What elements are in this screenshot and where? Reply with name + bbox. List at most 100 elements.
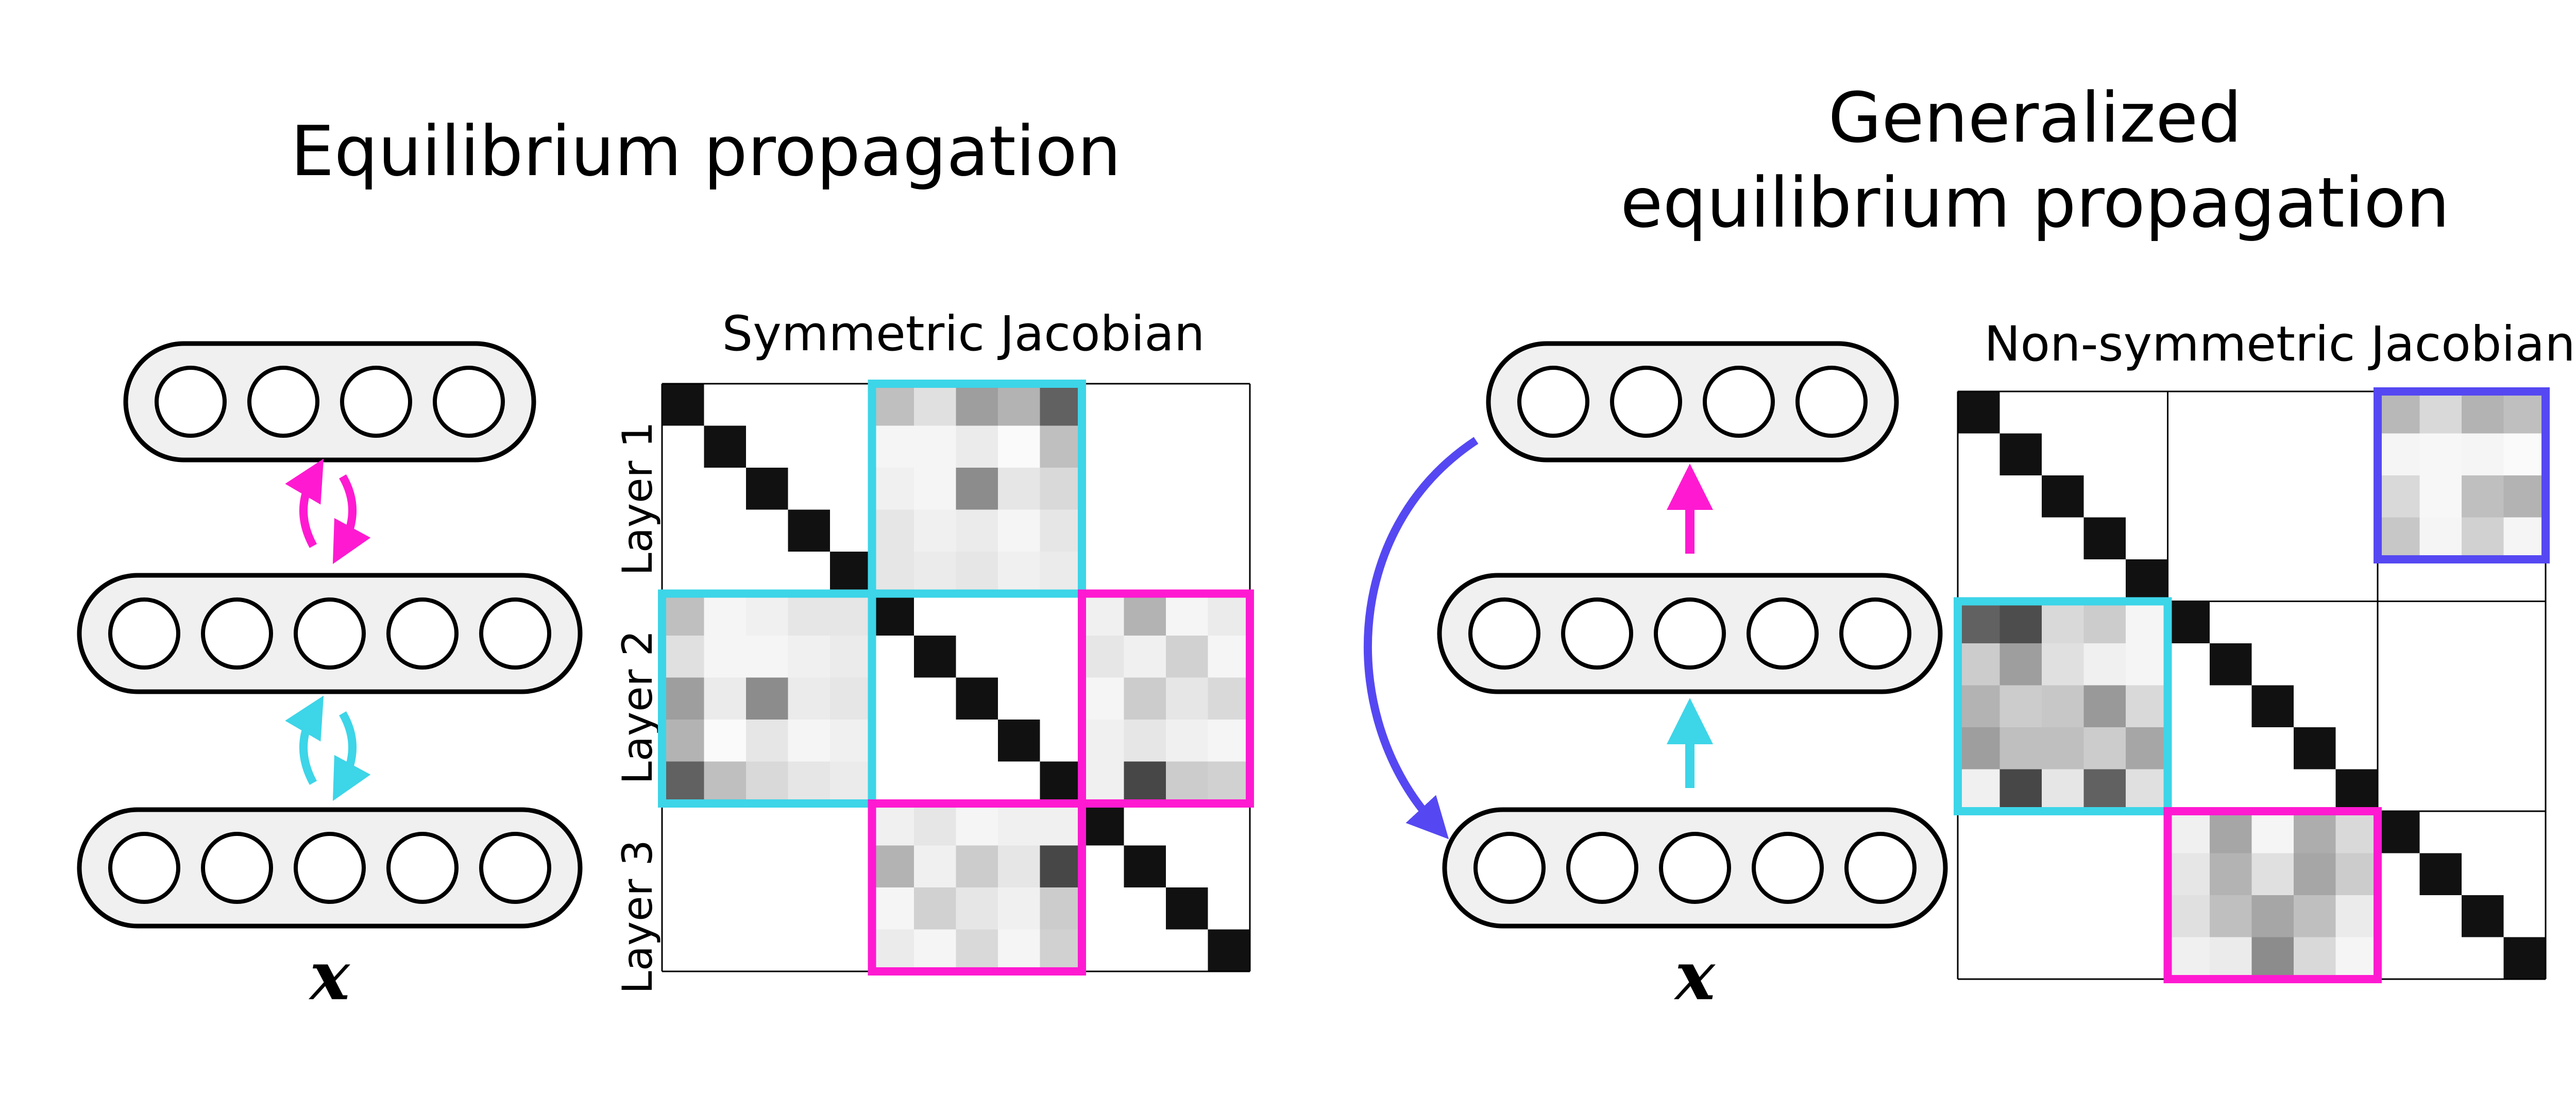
heatmap-cell: [2419, 517, 2462, 560]
right-blue-outline: [2374, 387, 2550, 563]
neuron: [433, 366, 505, 438]
diagonal-cell: [1999, 433, 2042, 475]
left-layer-2: [77, 573, 583, 694]
left-cyan-upper-block: [872, 384, 1082, 594]
heatmap-cell: [830, 593, 872, 636]
heatmap-cell: [872, 803, 914, 846]
neuron: [201, 832, 273, 904]
heatmap-cell: [998, 384, 1040, 426]
neuron: [340, 366, 412, 438]
heatmap-cell: [998, 552, 1040, 594]
heatmap-cell: [2378, 517, 2420, 560]
heatmap-cell: [2419, 433, 2462, 476]
diagonal-cell: [830, 552, 872, 594]
diagonal-cell: [2419, 853, 2462, 895]
diagonal-cell: [1166, 887, 1208, 930]
right-layer-1: [1486, 341, 1899, 463]
heatmap-cell: [872, 425, 914, 468]
left-cyan-upper-outline: [868, 380, 1086, 598]
right-layer-2: [1437, 573, 1943, 694]
heatmap-cell: [662, 593, 704, 636]
heatmap-cell: [746, 761, 788, 804]
heatmap-cell: [914, 468, 956, 510]
heatmap-cell: [746, 677, 788, 720]
neuron: [1839, 597, 1911, 670]
blue-feedback-arrow: [1363, 437, 1479, 840]
neuron: [155, 366, 227, 438]
neuron: [1517, 366, 1589, 438]
heatmap-cell: [1124, 720, 1166, 762]
diagonal-cell: [2462, 895, 2504, 937]
neuron: [479, 832, 551, 904]
heatmap-cell: [2462, 391, 2504, 434]
heatmap-cell: [1082, 677, 1124, 720]
heatmap-cell: [2126, 643, 2168, 686]
left-magenta-lower-block: [872, 803, 1082, 972]
diagonal-cell: [914, 636, 956, 678]
left-magenta-lower-outline: [868, 799, 1086, 976]
diagonal-cell: [1958, 391, 2000, 434]
heatmap-cell: [2210, 895, 2252, 937]
heatmap-cell: [1040, 887, 1082, 930]
heatmap-cell: [2378, 475, 2420, 518]
heatmap-cell: [1166, 677, 1208, 720]
right-magenta-outline: [2163, 807, 2382, 983]
heatmap-cell: [1166, 636, 1208, 678]
left-magenta-upper-block: [1082, 593, 1250, 804]
heatmap-cell: [704, 636, 747, 678]
neuron: [1468, 597, 1540, 670]
neuron: [386, 832, 459, 904]
heatmap-cell: [788, 761, 831, 804]
left-layer-3: [77, 807, 583, 929]
right-blue-block: [2378, 391, 2546, 560]
layer-2-label: Layer 2: [614, 630, 662, 784]
heatmap-cell: [2251, 811, 2294, 853]
heatmap-cell: [1208, 677, 1250, 720]
heatmap-cell: [830, 761, 872, 804]
heatmap-cell: [998, 509, 1040, 552]
diagonal-cell: [998, 720, 1040, 762]
heatmap-cell: [2294, 853, 2336, 896]
heatmap-cell: [746, 720, 788, 762]
heatmap-cell: [2210, 853, 2252, 896]
left-magenta-upper-outline: [1078, 589, 1254, 808]
heatmap-cell: [2126, 685, 2168, 728]
diagonal-cell: [2251, 685, 2294, 727]
heatmap-cell: [914, 425, 956, 468]
right-matrix-title: Non-symmetric Jacobian: [1984, 316, 2575, 372]
heatmap-cell: [746, 593, 788, 636]
heatmap-cell: [1082, 593, 1124, 636]
heatmap-cell: [2419, 391, 2462, 434]
heatmap-cell: [830, 720, 872, 762]
heatmap-cell: [2503, 433, 2546, 476]
diagonal-cell: [2126, 559, 2168, 602]
magenta-up-arrow: [285, 458, 324, 548]
heatmap-cell: [872, 845, 914, 888]
left-cyan-lower-outline: [658, 589, 876, 808]
heatmap-cell: [1208, 636, 1250, 678]
left-magenta-bidirectional-arrows: [285, 458, 371, 564]
heatmap-cell: [2210, 937, 2252, 980]
right-nonsymmetric-jacobian-matrix: [1954, 387, 2550, 983]
heatmap-cell: [2378, 433, 2420, 476]
heatmap-cell: [2251, 895, 2294, 937]
left-panel-title: Equilibrium propagation: [291, 111, 1121, 192]
diagonal-cell: [662, 384, 704, 426]
heatmap-cell: [662, 636, 704, 678]
diagonal-cell: [2503, 937, 2546, 979]
diagonal-cell: [1040, 761, 1082, 803]
heatmap-cell: [1124, 677, 1166, 720]
heatmap-cell: [1958, 769, 2000, 812]
heatmap-cell: [1124, 761, 1166, 804]
heatmap-cell: [830, 677, 872, 720]
heatmap-cell: [2335, 895, 2378, 937]
heatmap-cell: [956, 468, 998, 510]
diagonal-cell: [2083, 517, 2126, 559]
diagonal-cell: [2042, 475, 2084, 518]
heatmap-cell: [1166, 593, 1208, 636]
neuron: [108, 832, 180, 904]
heatmap-cell: [2503, 391, 2546, 434]
neuron: [1795, 366, 1868, 438]
neuron: [386, 597, 459, 670]
